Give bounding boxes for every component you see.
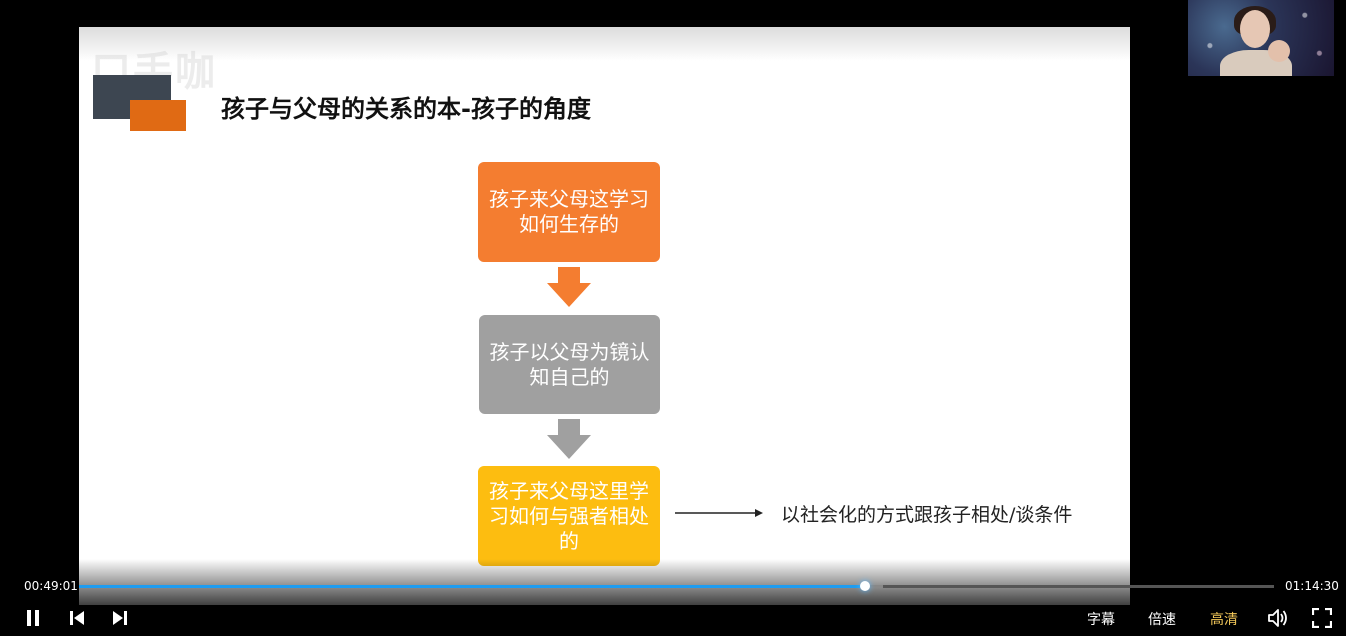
volume-button[interactable]	[1266, 607, 1290, 629]
progress-bar[interactable]	[79, 585, 1274, 588]
fullscreen-button[interactable]	[1311, 607, 1333, 629]
skip-previous-icon	[68, 609, 86, 627]
slide-title: 孩子与父母的关系的本-孩子的角度	[221, 89, 591, 124]
next-button[interactable]	[111, 607, 129, 629]
quality-button[interactable]: 高清	[1210, 609, 1238, 629]
flow-box-text: 孩子以父母为镜认知自己的	[487, 340, 652, 390]
slide-frame: 口手咖 孩子与父母的关系的本-孩子的角度 孩子来父母这学习如何生存的 孩子以父母…	[79, 27, 1130, 605]
flow-box-mirror: 孩子以父母为镜认知自己的	[479, 315, 660, 414]
title-decoration-orange	[130, 100, 186, 131]
down-arrow-icon	[545, 419, 593, 459]
webcam-overlay	[1188, 0, 1334, 76]
flow-box-strong: 孩子来父母这里学习如何与强者相处的	[478, 466, 660, 566]
volume-icon	[1267, 608, 1289, 628]
presenter-hand	[1268, 40, 1290, 62]
subtitles-button[interactable]: 字幕	[1087, 609, 1115, 629]
pause-button[interactable]	[24, 607, 42, 629]
progress-fill	[79, 585, 865, 588]
skip-next-icon	[111, 609, 129, 627]
right-arrow-icon	[675, 507, 763, 519]
playback-speed-button[interactable]: 倍速	[1148, 609, 1176, 629]
previous-button[interactable]	[68, 607, 86, 629]
down-arrow-icon	[545, 267, 593, 307]
flow-box-text: 孩子来父母这学习如何生存的	[486, 187, 652, 237]
flow-box-text: 孩子来父母这里学习如何与强者相处的	[486, 479, 652, 554]
flow-box-survival: 孩子来父母这学习如何生存的	[478, 162, 660, 262]
fullscreen-icon	[1312, 608, 1332, 628]
current-time: 00:49:01	[24, 579, 78, 593]
side-note: 以社会化的方式跟孩子相处/谈条件	[781, 500, 1072, 527]
presenter-face	[1240, 10, 1270, 48]
total-time: 01:14:30	[1285, 579, 1339, 593]
pause-icon	[25, 609, 41, 627]
